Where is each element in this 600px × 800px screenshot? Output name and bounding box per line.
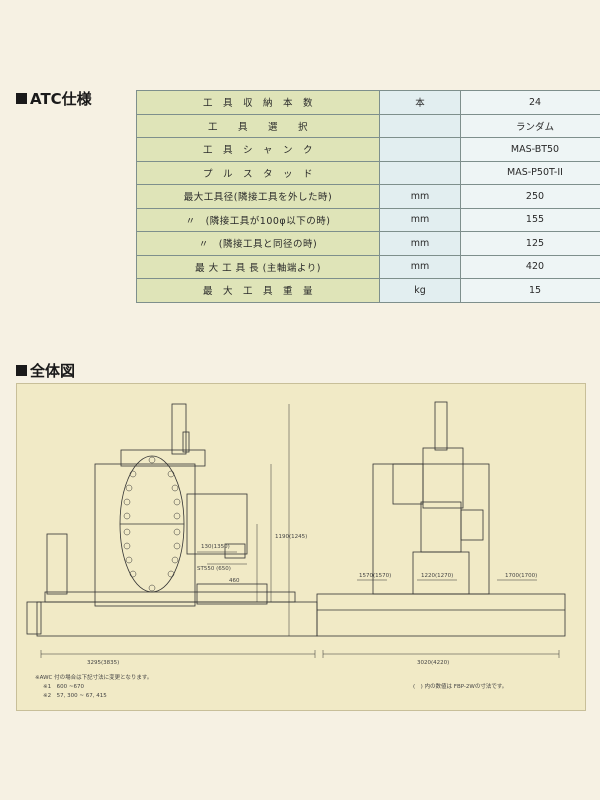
- magazine-tools: [123, 456, 181, 592]
- spec-item: 最 大 工 具 長 (主軸端より): [136, 254, 380, 279]
- spec-row: プ ル ス タ ッ ド MAS-P50T-II: [136, 160, 600, 185]
- awc-note-1: ※AWC 付の場合は下記寸法に変更となります。: [35, 675, 153, 681]
- drawing-svg: [26, 401, 566, 658]
- dim-d3: 460: [229, 578, 240, 584]
- dim-d6: 1220(1270): [421, 573, 454, 579]
- spec-unit: mm: [379, 254, 461, 279]
- dim-d2: ST550 (650): [197, 566, 231, 572]
- dim-d7: 1190(1245): [275, 534, 308, 540]
- spec-unit: [379, 137, 461, 162]
- spec-item: 工 具 シ ャ ン ク: [136, 137, 380, 162]
- spec-unit: [379, 160, 461, 185]
- spec-unit: [379, 113, 461, 138]
- spec-value: 125: [460, 231, 600, 256]
- spec-item: 最大工具径(隣接工具を外した時): [136, 184, 380, 209]
- spec-value: 24: [460, 90, 600, 115]
- spec-item: 〃 (隣接工具が100φ以下の時): [136, 207, 380, 232]
- spec-value: MAS-P50T-II: [460, 160, 600, 185]
- overview-title: 全体図: [30, 362, 76, 380]
- atc-spec-heading: ATC仕様: [16, 88, 92, 109]
- dim-d5: 1700(1700): [505, 573, 538, 579]
- dim-d1: 130(1350): [201, 544, 230, 550]
- spec-unit: 本: [379, 90, 461, 115]
- square-bullet-icon: [16, 365, 27, 376]
- spec-value: 250: [460, 184, 600, 209]
- spec-item: 工 具 選 択: [136, 113, 380, 138]
- spec-item: 〃 (隣接工具と同径の時): [136, 231, 380, 256]
- spec-item: 最 大 工 具 重 量: [136, 278, 380, 303]
- spec-row: 工 具 選 択 ランダム: [136, 113, 600, 138]
- spec-item: プ ル ス タ ッ ド: [136, 160, 380, 185]
- spec-value: 155: [460, 207, 600, 232]
- spec-value: ランダム: [460, 113, 600, 138]
- front-view: [26, 403, 318, 658]
- spec-value: MAS-BT50: [460, 137, 600, 162]
- side-view: [316, 401, 566, 658]
- overview-heading: 全体図: [16, 360, 75, 381]
- atc-spec-title: ATC仕様: [30, 90, 92, 108]
- paren-note: ( ) 内の数値は FBP-2Wの寸法です。: [413, 684, 508, 690]
- side-width-dim: 3020(4220): [417, 660, 450, 666]
- spec-unit: mm: [379, 207, 461, 232]
- spec-item: 工 具 収 納 本 数: [136, 90, 380, 115]
- dim-d4: 1570(1570): [359, 573, 392, 579]
- spec-row: 工 具 シ ャ ン ク MAS-BT50: [136, 137, 600, 162]
- spec-value: 420: [460, 254, 600, 279]
- front-width-dim: 3295(3835): [87, 660, 120, 666]
- spec-value: 15: [460, 278, 600, 303]
- spec-unit: mm: [379, 184, 461, 209]
- awc-note-2: ※1 600 ~670: [43, 684, 84, 690]
- square-bullet-icon: [16, 93, 27, 104]
- spec-unit: kg: [379, 278, 461, 303]
- spec-unit: mm: [379, 231, 461, 256]
- awc-note-3: ※2 57, 300 ~ 67, 415: [43, 693, 107, 699]
- machine-drawing: 3295(3835) 3020(4220) 130(1350) ST550 (6…: [16, 383, 586, 711]
